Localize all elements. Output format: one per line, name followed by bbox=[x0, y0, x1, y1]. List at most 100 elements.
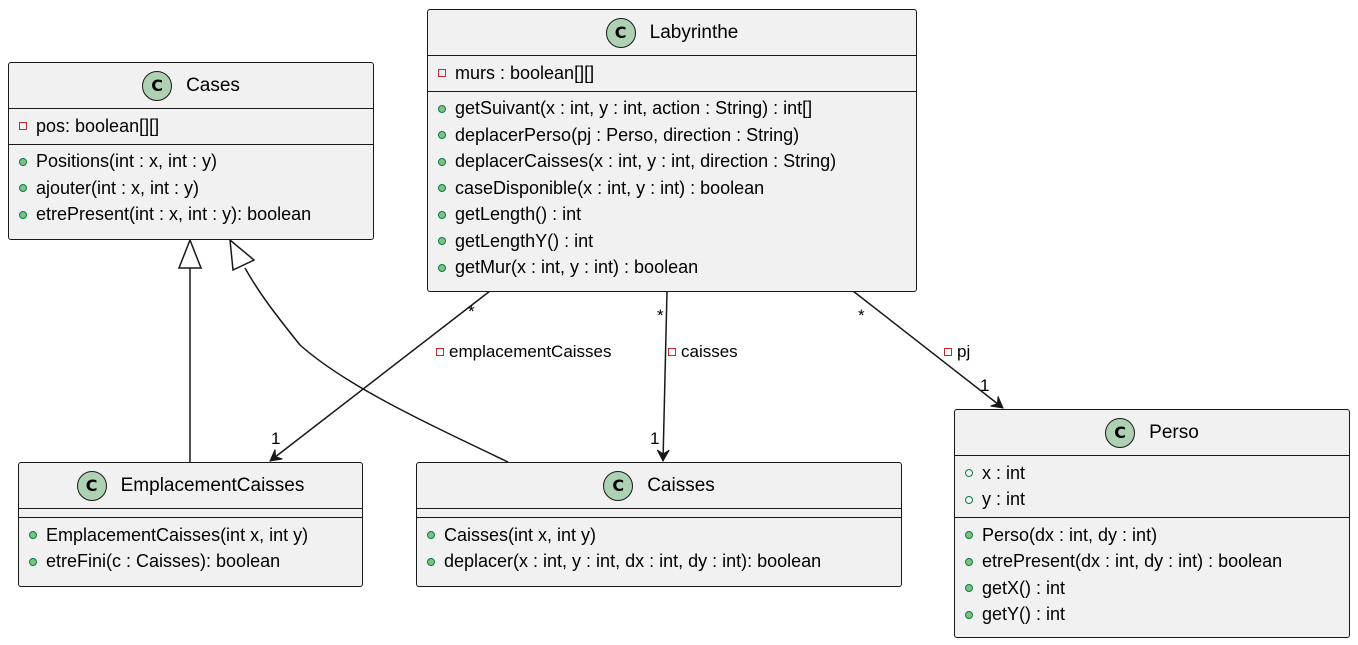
public-visibility-icon bbox=[29, 531, 37, 540]
fields-section bbox=[19, 509, 362, 517]
edge-labyrinthe-to-emplacement bbox=[269, 290, 491, 462]
method-row: Positions(int : x, int : y) bbox=[19, 149, 373, 176]
class-header: C Labyrinthe bbox=[428, 10, 916, 56]
public-visibility-icon bbox=[19, 184, 27, 193]
method-text: etrePresent(dx : int, dy : int) : boolea… bbox=[982, 551, 1283, 572]
role-label-perso: pj bbox=[944, 342, 970, 362]
mult-source-perso: * bbox=[858, 306, 865, 325]
field-text: x : int bbox=[982, 462, 1026, 483]
method-row: getY() : int bbox=[965, 602, 1349, 629]
method-text: getSuivant(x : int, y : int, action : St… bbox=[455, 98, 813, 119]
method-text: Caisses(int x, int y) bbox=[444, 524, 597, 545]
field-row: y : int bbox=[965, 487, 1349, 514]
public-visibility-icon bbox=[427, 531, 435, 540]
method-text: deplacer(x : int, y : int, dx : int, dy … bbox=[444, 551, 822, 572]
method-text: Perso(dx : int, dy : int) bbox=[982, 524, 1158, 545]
public-visibility-icon bbox=[965, 531, 973, 540]
class-cases[interactable]: C Cases pos: boolean[][] Positions(int :… bbox=[8, 62, 374, 240]
public-visibility-icon bbox=[438, 263, 446, 272]
class-caisses[interactable]: C Caisses Caisses(int x, int y) deplacer… bbox=[416, 462, 902, 587]
field-row: murs : boolean[][] bbox=[438, 60, 916, 87]
field-text: murs : boolean[][] bbox=[455, 62, 595, 83]
class-header: C Perso bbox=[955, 410, 1349, 456]
private-visibility-icon bbox=[438, 69, 446, 78]
class-name: EmplacementCaisses bbox=[120, 474, 305, 496]
field-row: x : int bbox=[965, 460, 1349, 487]
method-row: deplacerPerso(pj : Perso, direction : St… bbox=[438, 122, 916, 149]
class-name: Caisses bbox=[647, 474, 715, 496]
fields-section: x : int y : int bbox=[955, 456, 1349, 517]
public-visibility-icon bbox=[19, 157, 27, 166]
method-row: etrePresent(int : x, int : y): boolean bbox=[19, 202, 373, 229]
class-icon: C bbox=[76, 470, 107, 501]
method-row: getX() : int bbox=[965, 575, 1349, 602]
generalization-arrowhead-caisses bbox=[229, 238, 256, 272]
method-text: etreFini(c : Caisses): boolean bbox=[46, 551, 281, 572]
method-text: etrePresent(int : x, int : y): boolean bbox=[36, 204, 312, 225]
public-visibility-icon bbox=[19, 210, 27, 219]
class-icon: C bbox=[605, 17, 636, 48]
method-text: getLength() : int bbox=[455, 204, 582, 225]
edge-labyrinthe-to-perso bbox=[852, 290, 1004, 409]
field-text: pos: boolean[][] bbox=[36, 115, 160, 136]
method-row: EmplacementCaisses(int x, int y) bbox=[29, 522, 362, 549]
role-label-emplacement: emplacementCaisses bbox=[436, 342, 612, 362]
method-row: ajouter(int : x, int : y) bbox=[19, 175, 373, 202]
public-visibility-icon bbox=[965, 557, 973, 566]
field-text: y : int bbox=[982, 489, 1026, 510]
class-header: C Cases bbox=[9, 63, 373, 109]
method-row: getLengthY() : int bbox=[438, 228, 916, 255]
mult-target-emplacement: 1 bbox=[271, 429, 281, 448]
class-name: Cases bbox=[186, 74, 240, 96]
method-text: getY() : int bbox=[982, 604, 1066, 625]
mult-source-emplacement: * bbox=[468, 302, 475, 321]
public-visibility-icon bbox=[438, 237, 446, 246]
public-visibility-icon bbox=[438, 210, 446, 219]
class-icon: C bbox=[603, 470, 634, 501]
public-visibility-icon bbox=[438, 131, 446, 140]
role-text-emplacement: emplacementCaisses bbox=[449, 342, 612, 361]
method-row: getLength() : int bbox=[438, 202, 916, 229]
methods-section: EmplacementCaisses(int x, int y) etreFin… bbox=[19, 517, 362, 579]
method-row: deplacerCaisses(x : int, y : int, direct… bbox=[438, 149, 916, 176]
method-text: caseDisponible(x : int, y : int) : boole… bbox=[455, 177, 765, 198]
fields-section: pos: boolean[][] bbox=[9, 109, 373, 144]
public-field-visibility-icon bbox=[965, 469, 973, 478]
public-visibility-icon bbox=[427, 557, 435, 566]
mult-target-caisses: 1 bbox=[650, 429, 660, 448]
class-name: Perso bbox=[1149, 421, 1199, 443]
class-icon: C bbox=[1105, 417, 1136, 448]
method-row: Caisses(int x, int y) bbox=[427, 522, 901, 549]
method-text: getX() : int bbox=[982, 577, 1066, 598]
field-row: pos: boolean[][] bbox=[19, 113, 373, 140]
public-field-visibility-icon bbox=[965, 495, 973, 504]
method-text: getMur(x : int, y : int) : boolean bbox=[455, 257, 699, 278]
private-visibility-icon bbox=[944, 348, 952, 356]
private-visibility-icon bbox=[436, 348, 444, 356]
method-text: Positions(int : x, int : y) bbox=[36, 151, 218, 172]
method-row: Perso(dx : int, dy : int) bbox=[965, 522, 1349, 549]
private-visibility-icon bbox=[19, 122, 27, 131]
fields-section bbox=[417, 509, 901, 517]
class-perso[interactable]: C Perso x : int y : int Perso(dx : int, … bbox=[954, 409, 1350, 638]
method-row: getMur(x : int, y : int) : boolean bbox=[438, 255, 916, 282]
method-text: ajouter(int : x, int : y) bbox=[36, 177, 200, 198]
method-row: caseDisponible(x : int, y : int) : boole… bbox=[438, 175, 916, 202]
class-emplacement-caisses[interactable]: C EmplacementCaisses EmplacementCaisses(… bbox=[18, 462, 363, 587]
public-visibility-icon bbox=[438, 104, 446, 113]
mult-target-perso: 1 bbox=[980, 376, 990, 395]
edge-labyrinthe-to-caisses bbox=[656, 290, 670, 463]
method-text: getLengthY() : int bbox=[455, 230, 594, 251]
role-label-caisses: caisses bbox=[668, 342, 738, 362]
class-icon: C bbox=[142, 70, 173, 101]
method-text: deplacerPerso(pj : Perso, direction : St… bbox=[455, 124, 800, 145]
public-visibility-icon bbox=[965, 584, 973, 593]
role-text-perso: pj bbox=[957, 342, 971, 361]
class-header: C Caisses bbox=[417, 463, 901, 509]
class-labyrinthe[interactable]: C Labyrinthe murs : boolean[][] getSuiva… bbox=[427, 9, 917, 292]
role-text-caisses: caisses bbox=[681, 342, 738, 361]
private-visibility-icon bbox=[668, 348, 676, 356]
public-visibility-icon bbox=[438, 157, 446, 166]
